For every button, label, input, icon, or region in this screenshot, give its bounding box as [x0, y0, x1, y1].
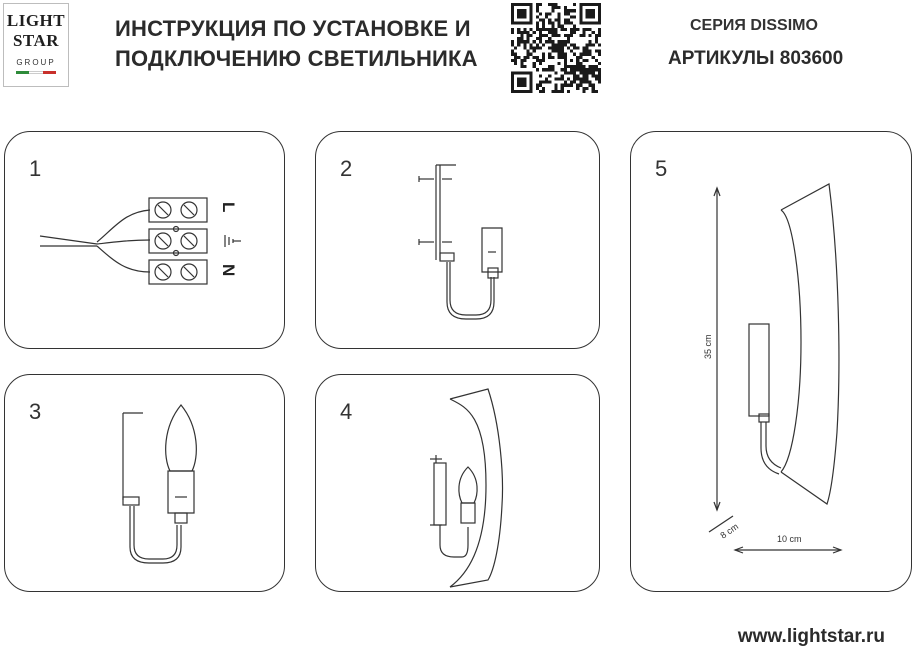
- logo-line-1: LIGHT: [6, 11, 66, 30]
- series-label: СЕРИЯ DISSIMO: [690, 17, 818, 34]
- bulb-installation-diagram: [122, 404, 197, 564]
- logo-line-3: GROUP: [16, 58, 56, 67]
- step-5-panel: 5 35 cm 8 cm 10 cm: [630, 131, 912, 592]
- step-3-panel: 3: [4, 374, 285, 592]
- terminal-block-diagram: L N: [39, 197, 241, 285]
- step-1-number: 1: [29, 156, 42, 181]
- mounting-plate-diagram: [418, 164, 503, 320]
- shade-installation-diagram: [430, 388, 504, 588]
- lightstar-logo: LIGHT STAR GROUP: [3, 3, 69, 87]
- title-line-1: ИНСТРУКЦИЯ ПО УСТАНОВКЕ И: [115, 16, 471, 41]
- dimensions-diagram: 35 cm 8 cm 10 cm: [703, 183, 843, 554]
- document-title: ИНСТРУКЦИЯ ПО УСТАНОВКЕ И ПОДКЛЮЧЕНИЮ СВ…: [115, 14, 478, 74]
- step-1-panel: 1 L N: [4, 131, 285, 349]
- logo-flag: [16, 71, 56, 74]
- width-dimension: 10 cm: [777, 534, 802, 544]
- step-4-number: 4: [340, 399, 353, 424]
- step-2-number: 2: [340, 156, 353, 181]
- terminal-label-n: N: [219, 264, 238, 276]
- qr-code-icon: [511, 3, 601, 93]
- step-3-number: 3: [29, 399, 42, 424]
- articles-label: АРТИКУЛЫ 803600: [668, 48, 844, 69]
- step-5-number: 5: [655, 156, 668, 181]
- title-line-2: ПОДКЛЮЧЕНИЮ СВЕТИЛЬНИКА: [115, 46, 478, 71]
- website-link[interactable]: www.lightstar.ru: [737, 626, 885, 647]
- terminal-label-l: L: [219, 202, 238, 212]
- step-4-panel: 4: [315, 374, 600, 592]
- height-dimension: 35 cm: [703, 334, 713, 359]
- step-2-panel: 2: [315, 131, 600, 349]
- logo-line-2: STAR: [12, 31, 60, 50]
